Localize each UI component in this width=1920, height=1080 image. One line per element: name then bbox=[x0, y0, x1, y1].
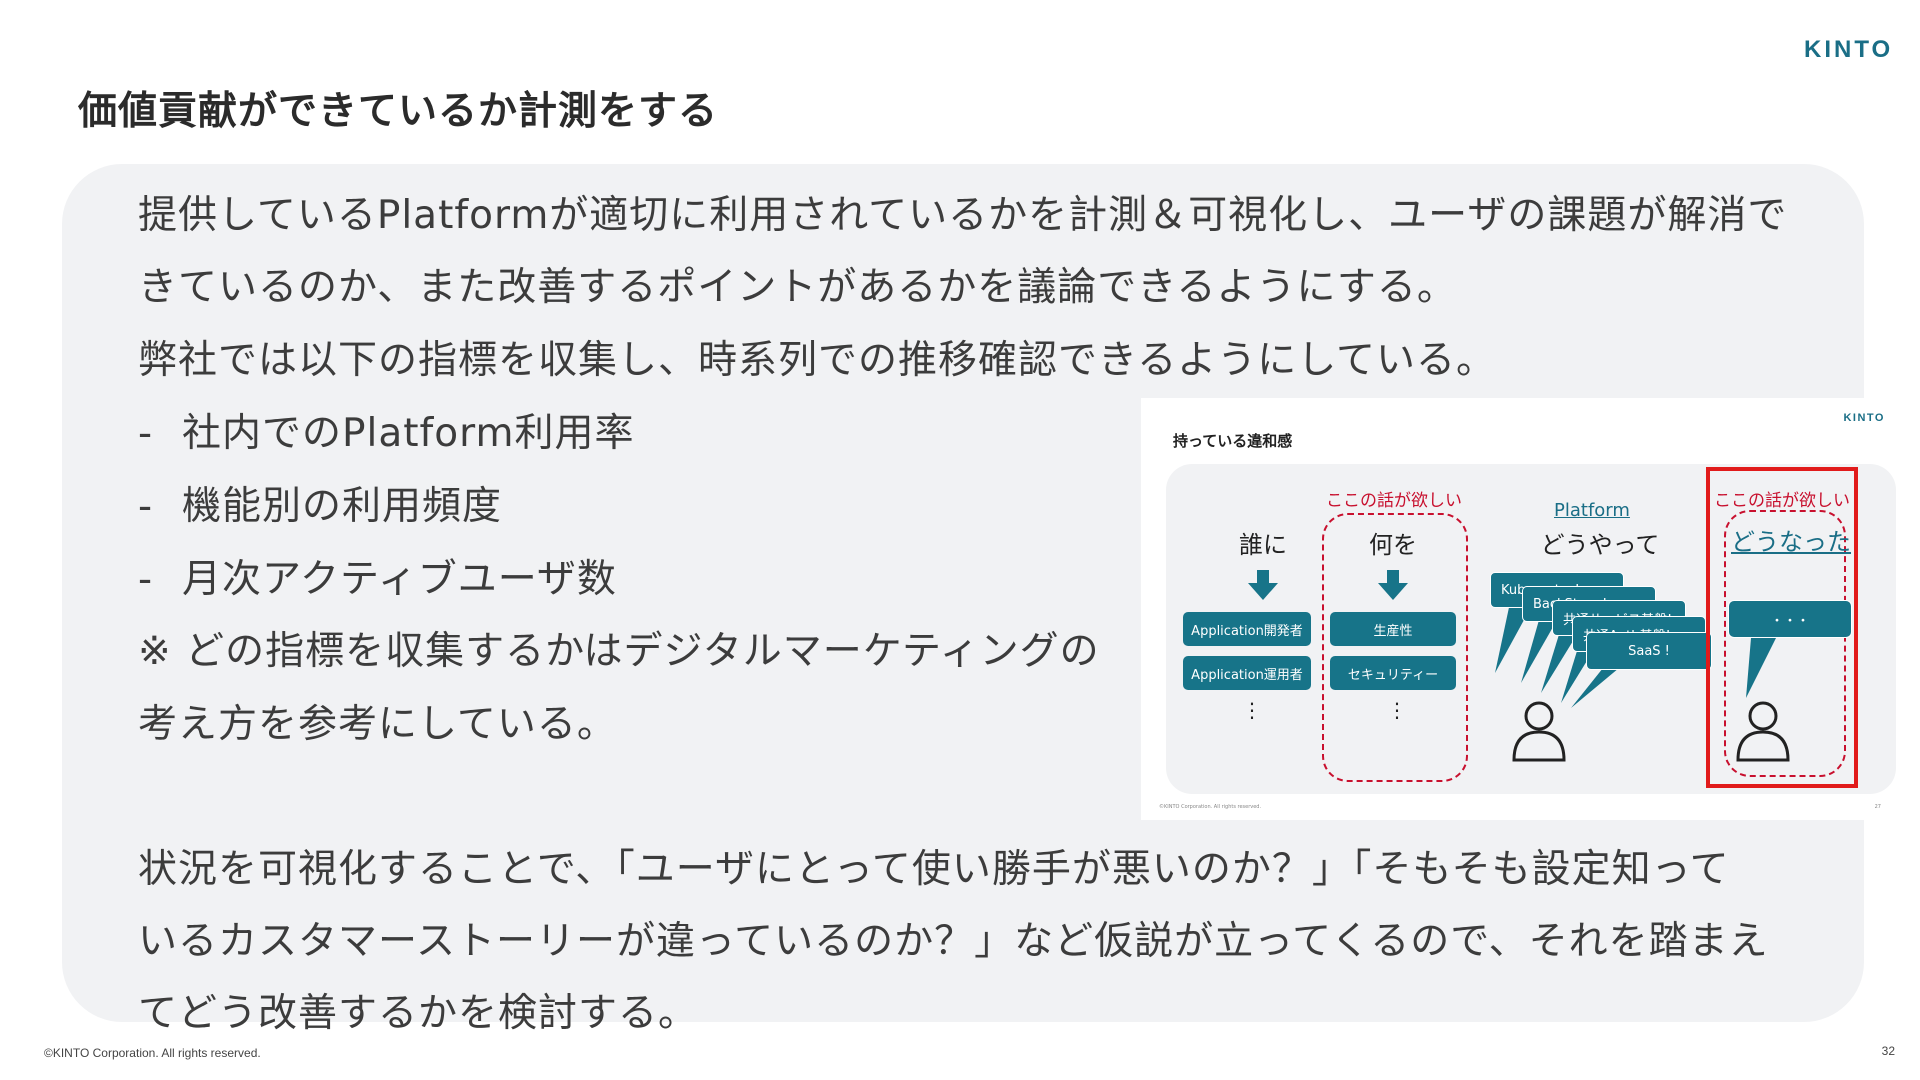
embedded-slide: KINTO 持っている違和感 誰に Application開発者 Applica… bbox=[1141, 398, 1901, 820]
user-icon bbox=[1512, 701, 1566, 762]
chip-security: セキュリティー bbox=[1330, 656, 1456, 690]
paragraph-1-line-2: きているのか、また改善するポイントがあるかを議論できるようにする。 bbox=[138, 265, 1457, 310]
page-number: 32 bbox=[1881, 1044, 1895, 1058]
kinto-logo: KINTO bbox=[1804, 36, 1894, 63]
bubble-saas: SaaS ! bbox=[1586, 632, 1712, 670]
paragraph-3-line-3: てどう改善するかを検討する。 bbox=[138, 991, 699, 1036]
red-label-what: ここの話が欲しい bbox=[1326, 491, 1462, 511]
column-heading-how: どうやって bbox=[1540, 531, 1660, 559]
bullet-dash: - bbox=[138, 557, 154, 602]
column-heading-what: 何を bbox=[1369, 531, 1417, 559]
bullet-item: -社内でのPlatform利用率 bbox=[138, 402, 634, 458]
bubble-ellipsis: ・・・ bbox=[1728, 600, 1852, 638]
red-highlight-frame bbox=[1706, 467, 1858, 788]
more-ellipsis: ⋮ bbox=[1242, 698, 1262, 722]
result-heading-link[interactable]: どうなった bbox=[1731, 528, 1851, 556]
bullet-dash: - bbox=[138, 411, 154, 456]
user-icon bbox=[1736, 701, 1790, 762]
bullet-text: 月次アクティブユーザ数 bbox=[182, 557, 617, 602]
paragraph-3-line-1: 状況を可視化することで、「ユーザにとって使い勝手が悪いのか？」「そもそも設定知っ… bbox=[138, 847, 1730, 892]
dashed-highlight-result bbox=[1724, 510, 1846, 777]
arrow-down-icon bbox=[1248, 570, 1278, 600]
bullet-item: -機能別の利用頻度 bbox=[138, 475, 502, 531]
dashed-highlight-what bbox=[1322, 513, 1468, 782]
chip-productivity: 生産性 bbox=[1330, 612, 1456, 646]
paragraph-3-line-2: いるカスタマーストーリーが違っているのか？」など仮説が立ってくるので、それを踏ま… bbox=[138, 919, 1769, 964]
platform-link[interactable]: Platform bbox=[1554, 500, 1630, 521]
bullet-text: 社内でのPlatform利用率 bbox=[182, 411, 635, 456]
chip-app-operator: Application運用者 bbox=[1183, 656, 1311, 690]
more-ellipsis: ⋮ bbox=[1387, 698, 1407, 722]
page-title: 価値貢献ができているか計測をする bbox=[78, 89, 719, 134]
embedded-kinto-logo: KINTO bbox=[1843, 412, 1885, 424]
chip-app-developer: Application開発者 bbox=[1183, 612, 1311, 646]
red-label-result: ここの話が欲しい bbox=[1714, 491, 1850, 511]
note-line-2: 考え方を参考にしている。 bbox=[138, 702, 617, 747]
speech-bubble-tails bbox=[1495, 598, 1631, 708]
embedded-page-number: 27 bbox=[1874, 804, 1881, 810]
speech-bubble-tail bbox=[1746, 638, 1776, 698]
bullet-text: 機能別の利用頻度 bbox=[182, 484, 503, 529]
paragraph-1-line-1: 提供しているPlatformが適切に利用されているかを計測＆可視化し、ユーザの課… bbox=[138, 193, 1788, 238]
paragraph-2: 弊社では以下の指標を収集し、時系列での推移確認できるようにしている。 bbox=[138, 338, 1497, 383]
bullet-dash: - bbox=[138, 484, 154, 529]
embedded-slide-title: 持っている違和感 bbox=[1173, 432, 1293, 450]
bullet-item: -月次アクティブユーザ数 bbox=[138, 548, 617, 604]
arrow-down-icon bbox=[1378, 570, 1408, 600]
column-heading-who: 誰に bbox=[1239, 531, 1287, 559]
note-line-1: ※ どの指標を収集するかはデジタルマーケティングの bbox=[138, 629, 1100, 674]
embedded-footer: ©KINTO Corporation. All rights reserved. bbox=[1159, 804, 1262, 810]
footer-copyright: ©KINTO Corporation. All rights reserved. bbox=[44, 1046, 261, 1060]
